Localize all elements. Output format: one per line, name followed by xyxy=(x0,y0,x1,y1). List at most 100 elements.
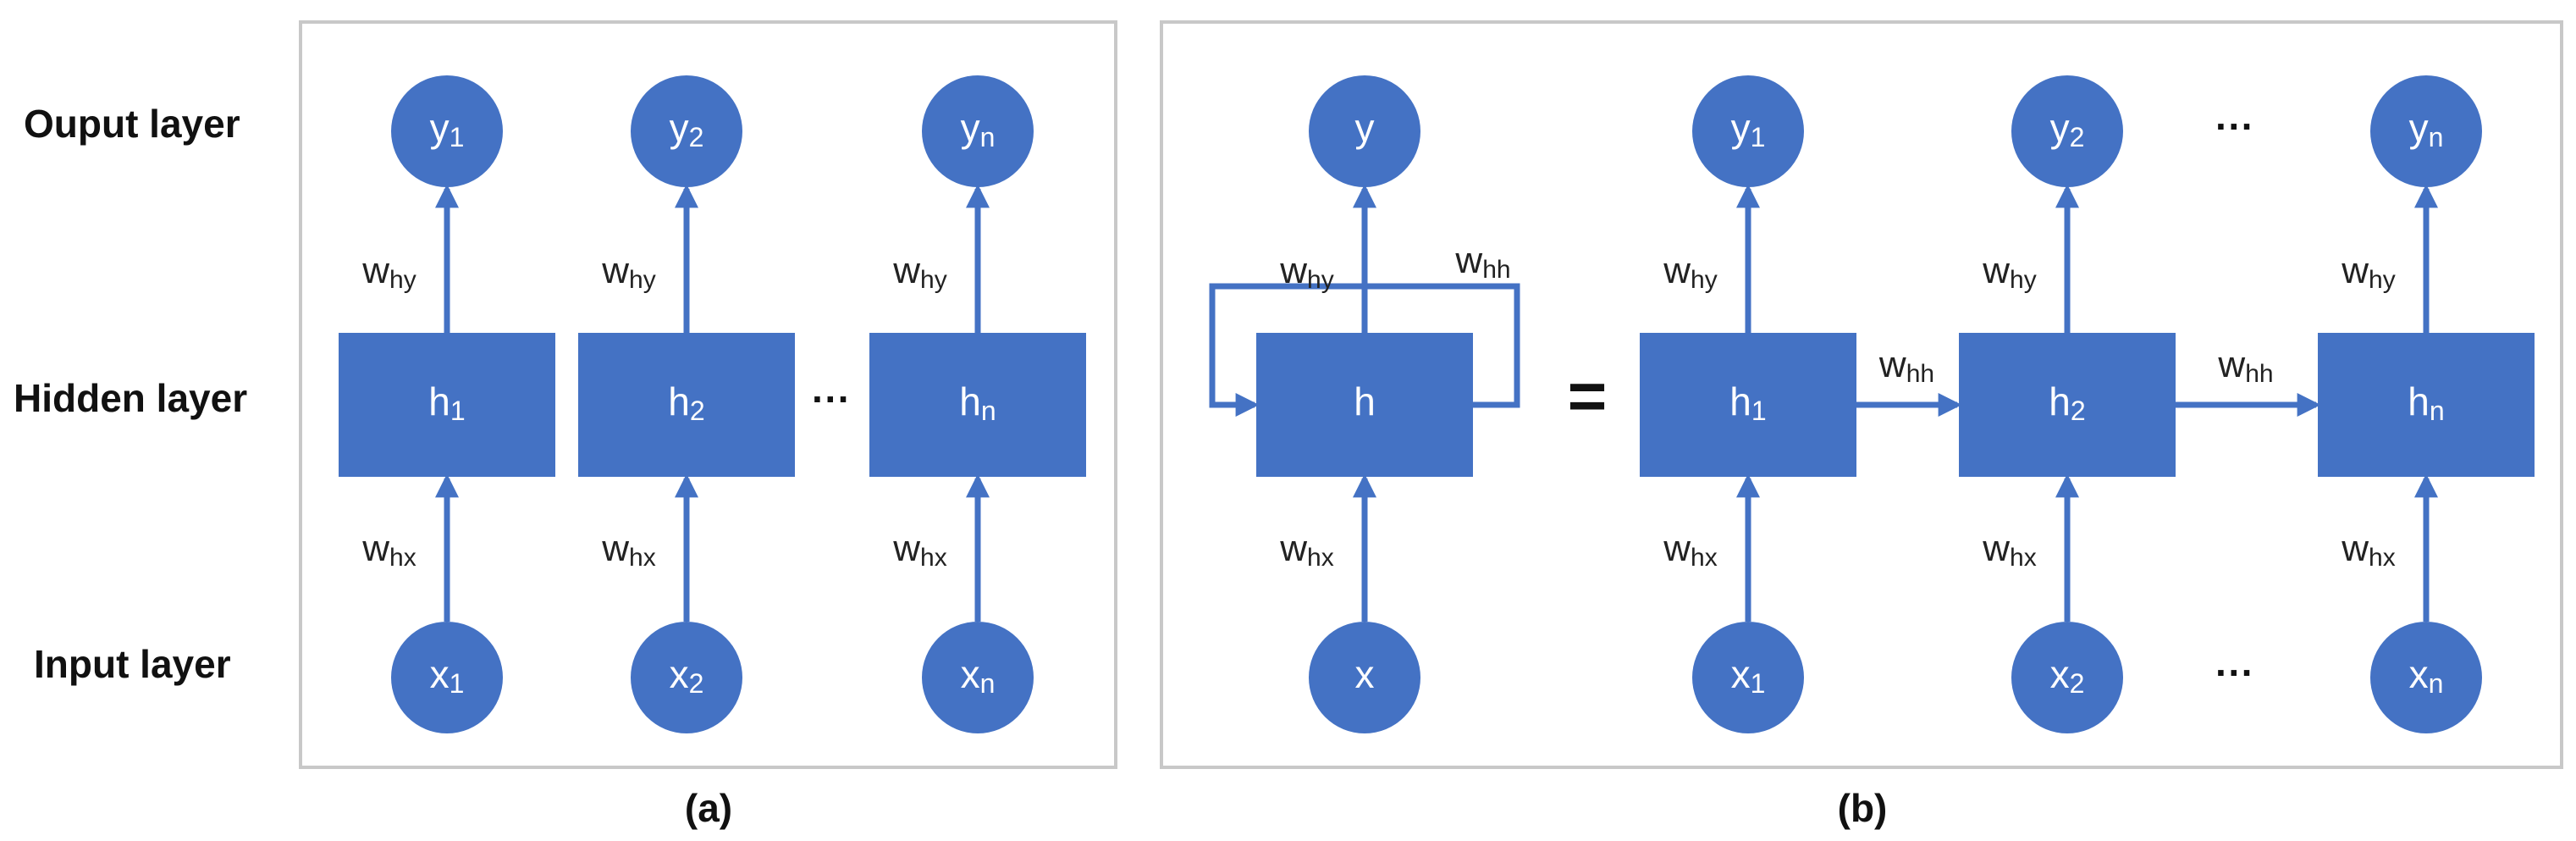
b-weight-hh-2-base: w xyxy=(2217,344,2245,385)
a-col-1-hidden-label: h1 xyxy=(428,379,465,426)
b-folded-weight-hx-base: w xyxy=(1279,528,1307,569)
b-col-1-weight-hx-base: w xyxy=(1663,528,1691,569)
b-col-3-output-label-subscript: n xyxy=(2429,122,2444,152)
a-col-1-output-label-base: y xyxy=(430,106,450,150)
b-col-3-input-label-base: x xyxy=(2409,652,2429,696)
a-col-1-weight-hy-base: w xyxy=(361,250,389,291)
b-weight-hh-2-subscript: hh xyxy=(2245,360,2273,388)
panel-a-frame xyxy=(299,20,1117,769)
caption-a: (a) xyxy=(685,786,732,830)
output-layer-label: Ouput layer xyxy=(24,102,240,146)
a-col-3-output-label: yn xyxy=(961,106,996,152)
a-col-2-weight-hx: whx xyxy=(601,528,655,572)
b-folded-input-node xyxy=(1309,622,1420,733)
a-col-1-output-node xyxy=(391,75,503,187)
a-col-1-output-label-subscript: 1 xyxy=(450,122,465,152)
b-col-1-input-node xyxy=(1692,622,1804,733)
a-col-3-hidden-label-base: h xyxy=(959,379,981,423)
b-col-3-weight-hx-base: w xyxy=(2341,528,2369,569)
b-col-1-weight-hy-subscript: hy xyxy=(1691,266,1718,294)
b-folded-weight-hh-base: w xyxy=(1454,240,1482,281)
b-col-2-weight-hy-base: w xyxy=(1982,250,2010,291)
panel-b-frame xyxy=(1160,20,2563,769)
a-col-3-weight-hy-base: w xyxy=(892,250,920,291)
a-col-3-weight-hx-subscript: hx xyxy=(920,544,947,572)
a-col-2-output-label-base: y xyxy=(670,106,689,150)
b-col-1-hidden-label-subscript: 1 xyxy=(1751,396,1767,426)
b-col-1-weight-hy: why xyxy=(1663,250,1717,294)
b-col-3-input-label-subscript: n xyxy=(2429,668,2444,699)
b-col-3-hidden-label: hn xyxy=(2408,379,2444,426)
a-col-1-weight-hy: why xyxy=(361,250,416,294)
b-col-2-output-label-subscript: 2 xyxy=(2070,122,2085,152)
a-col-1-hidden-node xyxy=(339,333,555,477)
a-col-1-input-node xyxy=(391,622,503,733)
a-col-3-output-label-base: y xyxy=(961,106,980,150)
a-col-1-weight-hy-subscript: hy xyxy=(389,266,416,294)
a-col-2-hidden-label-subscript: 2 xyxy=(690,396,705,426)
b-folded-output-label-base: y xyxy=(1355,106,1375,150)
a-col-2-output-node xyxy=(631,75,742,187)
b-weight-hh-1-base: w xyxy=(1878,344,1906,385)
b-col-1-weight-hx: whx xyxy=(1663,528,1717,572)
a-col-1-hidden-label-subscript: 1 xyxy=(450,396,466,426)
a-col-2-output-label-subscript: 2 xyxy=(689,122,704,152)
a-col-2-weight-hy-subscript: hy xyxy=(629,266,656,294)
a-col-2-hidden-label-base: h xyxy=(668,379,690,423)
a-col-3-weight-hx: whx xyxy=(892,528,946,572)
ellipsis-output-b: ··· xyxy=(2215,104,2254,148)
b-col-2-weight-hy: why xyxy=(1982,250,2036,294)
a-col-3-weight-hy: why xyxy=(892,250,946,294)
b-col-1-hidden-label-base: h xyxy=(1729,379,1751,423)
ellipsis-input-b: ··· xyxy=(2215,650,2254,694)
b-col-3-output-node xyxy=(2370,75,2482,187)
b-folded-weight-hx: whx xyxy=(1279,528,1333,572)
b-col-3-weight-hy-subscript: hy xyxy=(2369,266,2396,294)
b-col-3-output-label: yn xyxy=(2409,106,2444,152)
a-col-2-hidden-label: h2 xyxy=(668,379,704,426)
a-col-1-input-label: x1 xyxy=(430,652,465,699)
a-col-1-input-label-base: x xyxy=(430,652,450,696)
a-col-1-hidden-label-base: h xyxy=(428,379,450,423)
a-col-2-weight-hx-subscript: hx xyxy=(629,544,656,572)
b-col-2-hidden-label: h2 xyxy=(2049,379,2085,426)
b-col-2-output-label-base: y xyxy=(2050,106,2070,150)
b-col-3-hidden-node xyxy=(2318,333,2535,477)
a-col-2-input-label-base: x xyxy=(670,652,689,696)
a-col-3-input-node xyxy=(922,622,1034,733)
a-col-1-output-label: y1 xyxy=(430,106,465,152)
b-col-1-input-label-subscript: 1 xyxy=(1751,668,1766,699)
input-layer-label: Input layer xyxy=(34,642,231,686)
a-col-3-hidden-label-subscript: n xyxy=(981,396,996,426)
b-folded-weight-hy: why xyxy=(1279,250,1333,294)
b-col-2-output-node xyxy=(2011,75,2123,187)
caption-b: (b) xyxy=(1838,786,1888,830)
b-folded-weight-hh: whh xyxy=(1454,240,1510,284)
a-col-2-input-label-subscript: 2 xyxy=(689,668,704,699)
b-col-3-hidden-label-base: h xyxy=(2408,379,2430,423)
b-col-2-weight-hy-subscript: hy xyxy=(2010,266,2037,294)
b-col-1-weight-hy-base: w xyxy=(1663,250,1691,291)
b-col-2-weight-hx-subscript: hx xyxy=(2010,544,2037,572)
b-folded-output-label: y xyxy=(1355,106,1375,150)
a-col-2-weight-hy-base: w xyxy=(601,250,629,291)
a-col-2-weight-hy: why xyxy=(601,250,655,294)
b-col-2-input-label: x2 xyxy=(2050,652,2085,699)
b-col-2-weight-hx-base: w xyxy=(1982,528,2010,569)
diagram-layer: y1h1x1whywhxy2h2x2whywhxynhnxnwhywhxyhxw… xyxy=(339,75,2535,733)
a-col-3-output-node xyxy=(922,75,1034,187)
b-col-3-weight-hy-base: w xyxy=(2341,250,2369,291)
a-col-2-weight-hx-base: w xyxy=(601,528,629,569)
a-col-3-input-label: xn xyxy=(961,652,996,699)
b-col-1-hidden-node xyxy=(1640,333,1856,477)
a-col-1-weight-hx-base: w xyxy=(361,528,389,569)
a-col-3-weight-hy-subscript: hy xyxy=(920,266,947,294)
b-col-1-output-label-base: y xyxy=(1731,106,1751,150)
b-col-1-output-label: y1 xyxy=(1731,106,1766,152)
a-col-1-weight-hx-subscript: hx xyxy=(389,544,416,572)
b-col-1-weight-hx-subscript: hx xyxy=(1691,544,1718,572)
a-col-3-hidden-node xyxy=(869,333,1086,477)
a-col-3-input-label-subscript: n xyxy=(980,668,996,699)
a-col-2-hidden-node xyxy=(578,333,795,477)
